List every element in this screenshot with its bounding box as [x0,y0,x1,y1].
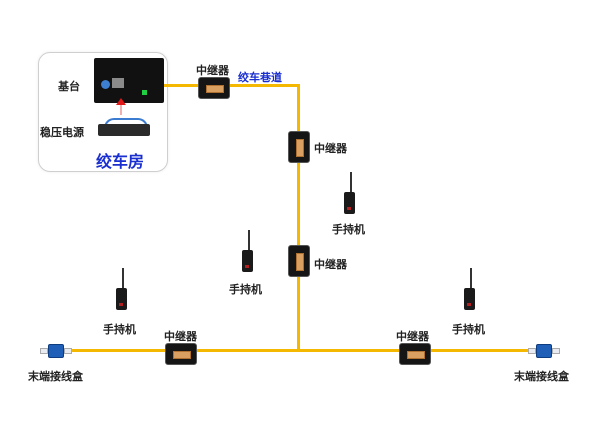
repeater-label: 中继器 [314,142,347,155]
handheld-label: 手持机 [103,323,136,336]
repeater-label: 中继器 [196,64,229,77]
arrow-stem [120,105,122,115]
repeater-label: 中继器 [164,330,197,343]
cable-segment [72,349,534,352]
winch-room-title: 绞车房 [96,152,145,171]
ethernet-port-icon [112,78,124,88]
repeater-device[interactable] [165,343,197,365]
handheld-label: 手持机 [332,223,365,236]
cable-segment [297,84,300,352]
junction-box-label: 末端接线盒 [28,370,83,383]
repeater-label: 中继器 [314,258,347,271]
handheld-radio-icon[interactable] [344,172,355,216]
power-supply-label: 稳压电源 [40,126,84,139]
repeater-device[interactable] [288,245,310,277]
junction-box-label: 末端接线盒 [514,370,569,383]
base-station-device[interactable] [94,58,164,103]
repeater-device[interactable] [288,131,310,163]
junction-box-device[interactable] [40,344,72,358]
handheld-radio-icon[interactable] [242,230,253,274]
handheld-radio-icon[interactable] [116,268,127,312]
repeater-device[interactable] [198,77,230,99]
port-icon [101,80,110,89]
arrow-up-icon [116,98,126,105]
power-cable [104,118,148,128]
junction-box-device[interactable] [528,344,560,358]
roadway-label: 绞车巷道 [238,71,282,84]
handheld-label: 手持机 [229,283,262,296]
handheld-label: 手持机 [452,323,485,336]
led-indicator-icon [142,90,147,95]
handheld-radio-icon[interactable] [464,268,475,312]
power-supply-device[interactable] [98,124,150,136]
repeater-label: 中继器 [396,330,429,343]
base-station-label: 基台 [58,80,80,93]
cable-segment [164,84,300,87]
repeater-device[interactable] [399,343,431,365]
